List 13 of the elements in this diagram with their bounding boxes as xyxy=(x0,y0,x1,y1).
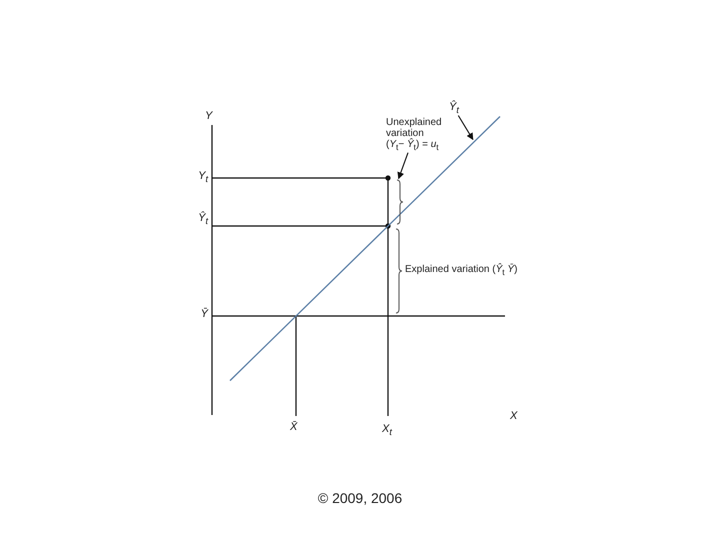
axis-label: X xyxy=(510,410,518,422)
tick-label: Ŷ$_{t}$ xyxy=(198,212,208,226)
axis-label: Y xyxy=(205,110,212,122)
annotation: Explained variation (Ŷ$_{t}$ Ȳ) xyxy=(405,264,518,278)
tick-label: Y$_{t}$ xyxy=(198,170,208,184)
copyright-caption: © 2009, 2006 xyxy=(318,490,402,506)
leader-arrow xyxy=(458,115,474,140)
leader-arrow xyxy=(397,152,409,180)
tick-label: X$_{t}$ xyxy=(382,423,392,438)
tick-label: X̄ xyxy=(290,421,298,434)
line-label: Ŷ$_{t}$ xyxy=(449,101,459,116)
annotation: Unexplained variation (Y$_{t}$− Ŷ$_{t}$) = u$_{t}$ xyxy=(386,117,443,153)
tick-label: Ȳ xyxy=(200,308,208,320)
